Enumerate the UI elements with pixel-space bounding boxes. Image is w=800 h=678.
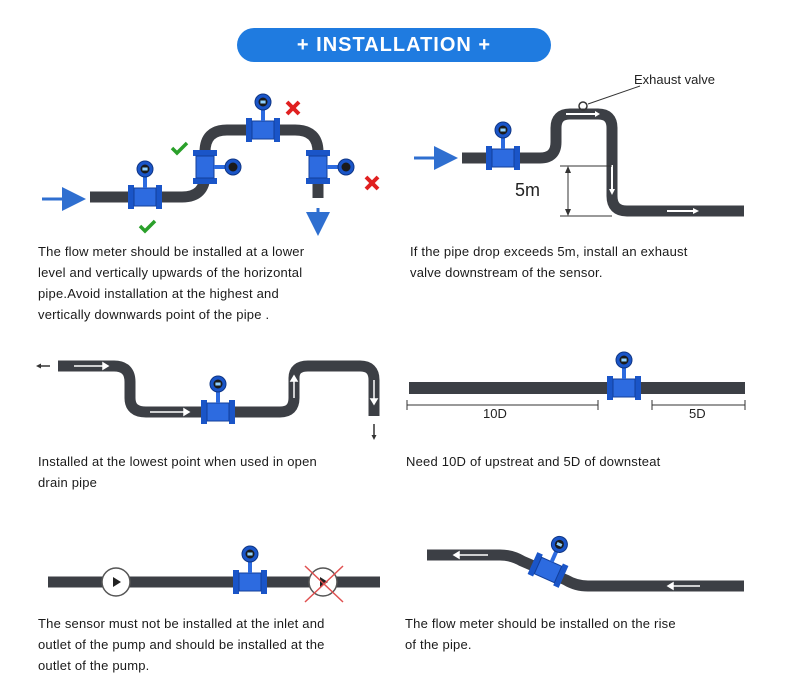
flow-meter xyxy=(200,375,236,425)
caption-exhaust-valve: If the pipe drop exceeds 5m, install an … xyxy=(410,244,688,280)
diagram-straight-run xyxy=(406,351,746,410)
flow-meter-good-vertical xyxy=(192,149,242,185)
diagram-exhaust-valve xyxy=(414,85,744,217)
caption-open-drain: Installed at the lowest point when used … xyxy=(38,454,317,490)
check-icon xyxy=(138,219,157,234)
pump-icon xyxy=(101,567,131,597)
caption-pump: The sensor must not be installed at the … xyxy=(38,616,325,673)
cross-icon xyxy=(304,565,344,603)
upstream-length-label: 10D xyxy=(483,406,507,421)
flow-meter-bad-down xyxy=(305,149,355,185)
flow-meter xyxy=(485,121,521,171)
caption-straight-run: Need 10D of upstreat and 5D of downsteat xyxy=(406,454,661,469)
exhaust-valve xyxy=(578,101,588,111)
page-title: + INSTALLATION + xyxy=(237,28,551,62)
diagram-rising-pipe xyxy=(427,529,744,592)
diagram-lowest-level xyxy=(42,93,380,236)
cross-icon xyxy=(285,100,301,116)
caption-rising-pipe: The flow meter should be installed on th… xyxy=(405,616,676,652)
diagram-open-drain xyxy=(36,360,380,440)
diagram-pump xyxy=(48,545,380,603)
check-icon xyxy=(170,141,189,156)
drop-height-label: 5m xyxy=(515,180,541,200)
flow-meter-good xyxy=(127,160,163,210)
exhaust-valve-label: Exhaust valve xyxy=(634,72,715,87)
flow-meter xyxy=(606,351,642,401)
flow-meter xyxy=(232,545,268,595)
cross-icon xyxy=(364,175,380,191)
flow-meter-bad-top xyxy=(245,93,281,143)
downstream-length-label: 5D xyxy=(689,406,706,421)
caption-lowest-level: The flow meter should be installed at a … xyxy=(38,244,305,322)
